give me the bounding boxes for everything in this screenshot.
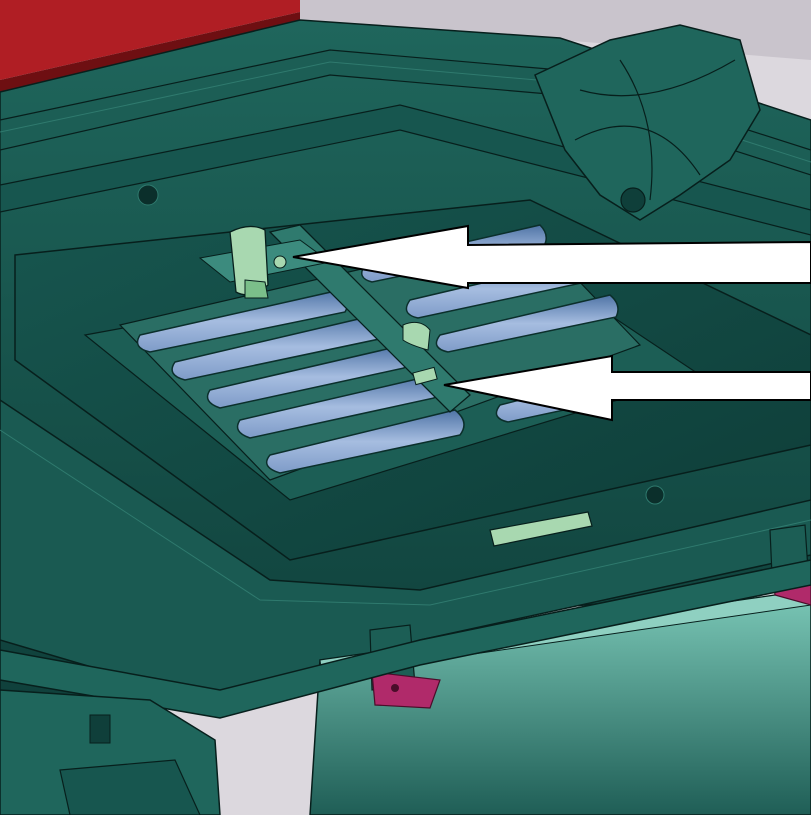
frame-front-line <box>0 429 811 606</box>
frame-front <box>0 399 811 706</box>
front-rail <box>0 559 811 719</box>
bottom-left-bracket <box>0 689 221 815</box>
front-window <box>489 511 593 547</box>
red-part-edge <box>0 12 300 92</box>
arrow-left-upper-icon <box>292 224 811 290</box>
corner-bracket <box>534 24 761 221</box>
clip-bar <box>268 224 471 413</box>
latch-small-slot <box>412 366 438 386</box>
latch-tab <box>229 225 269 299</box>
latch-slot-highlight <box>402 321 431 351</box>
slot-5 <box>265 409 465 474</box>
red-part <box>0 0 300 80</box>
latch-hole <box>273 255 287 269</box>
top-rim <box>0 49 811 176</box>
slot-8 <box>435 294 619 353</box>
arrow-left-lower-icon <box>443 354 811 422</box>
